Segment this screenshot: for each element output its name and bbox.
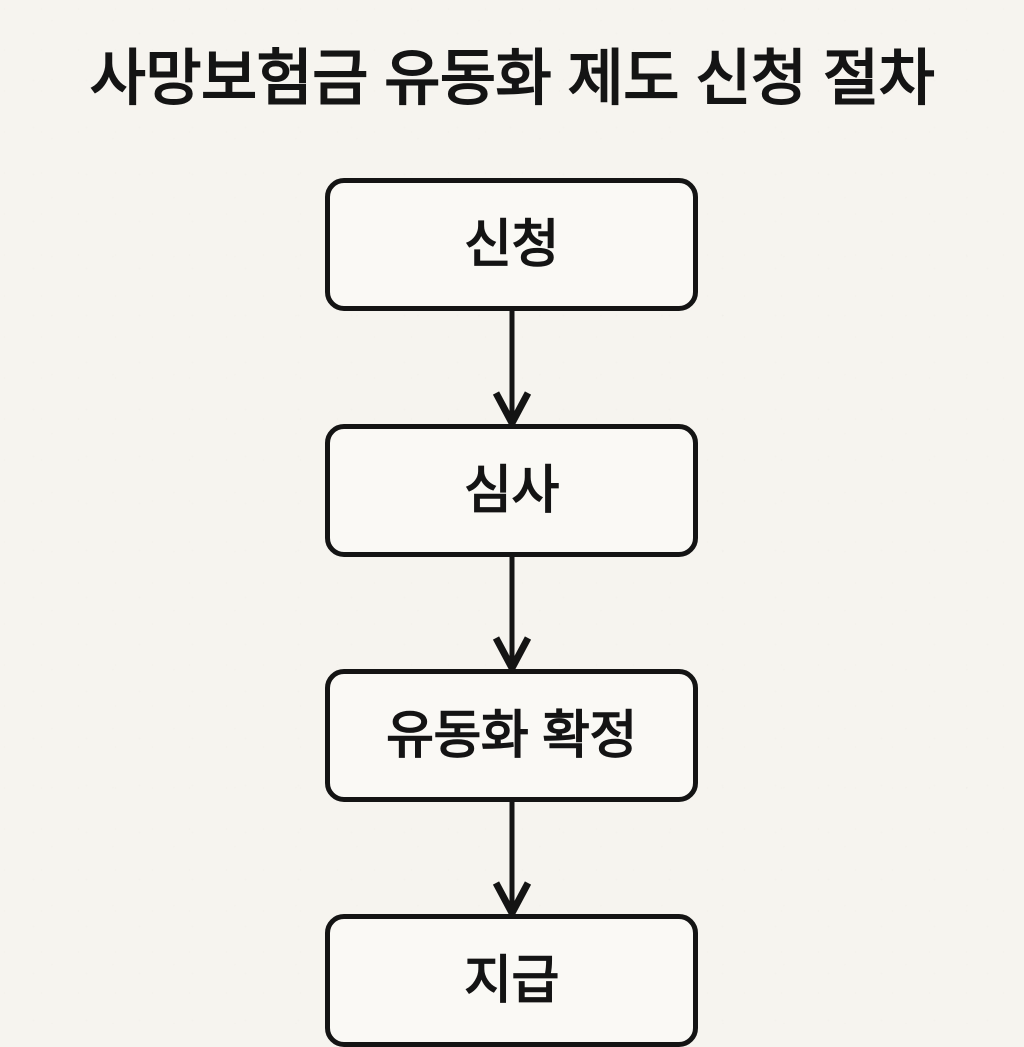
flow-node-label: 심사 (464, 461, 559, 520)
arrow-down-icon (492, 555, 532, 672)
arrow-down-icon (492, 800, 532, 917)
flow-arrow-step-2-to-step-3 (488, 555, 536, 672)
diagram-title: 사망보험금 유동화 제도 신청 절차 (89, 44, 935, 112)
arrow-down-icon (492, 309, 532, 427)
flow-node-step-1[interactable]: 신청 (325, 178, 698, 311)
flow-node-step-4[interactable]: 지급 (325, 914, 698, 1047)
flow-arrow-step-1-to-step-2 (488, 309, 536, 427)
flow-node-step-3[interactable]: 유동화 확정 (325, 669, 698, 802)
flow-node-label: 지급 (464, 951, 559, 1010)
flow-node-label: 신청 (464, 215, 559, 274)
flow-arrow-step-3-to-step-4 (488, 800, 536, 917)
flow-node-label: 유동화 확정 (386, 706, 637, 765)
flow-node-step-2[interactable]: 심사 (325, 424, 698, 557)
